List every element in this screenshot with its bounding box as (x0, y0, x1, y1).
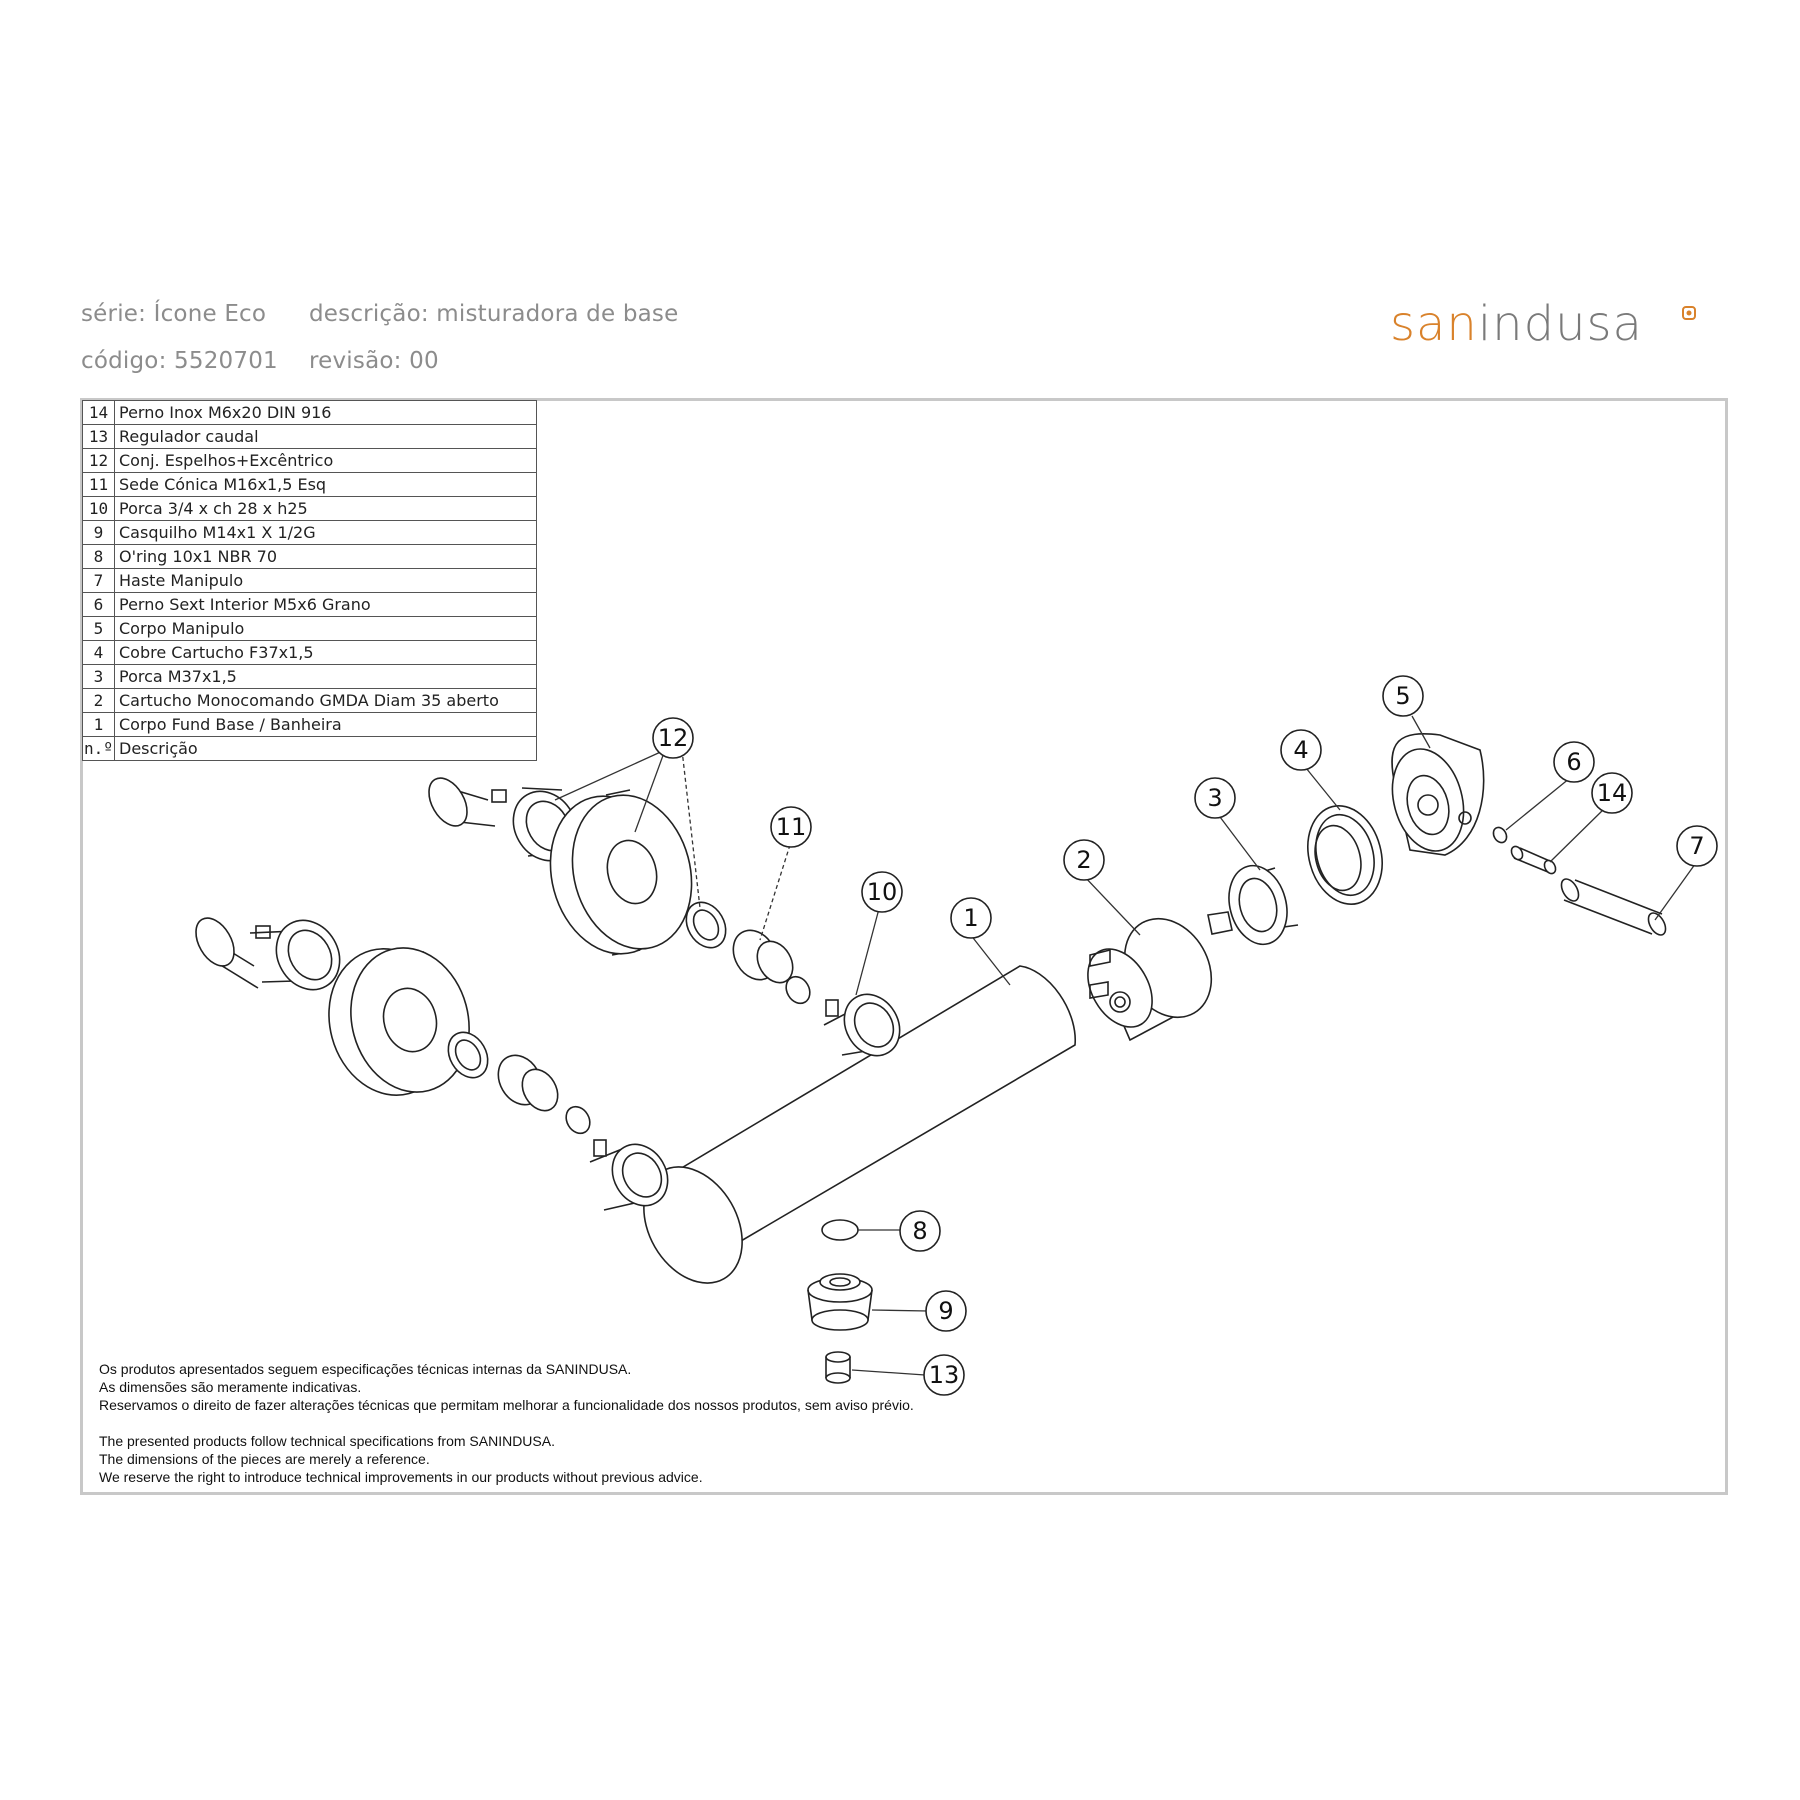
svg-text:8: 8 (912, 1217, 927, 1245)
callout-11: 11 (770, 806, 812, 848)
svg-text:3: 3 (1207, 784, 1222, 812)
part-2-cartridge (1087, 911, 1233, 1042)
part-number-cell: n.º (82, 736, 115, 761)
svg-text:2: 2 (1076, 846, 1091, 874)
part-8-oring (821, 1219, 859, 1241)
note-en-3: We reserve the right to introduce techni… (99, 1469, 703, 1485)
callout-5: 5 (1382, 675, 1424, 717)
codigo-label: código: 5520701 (81, 348, 278, 374)
note-en-2: The dimensions of the pieces are merely … (99, 1451, 430, 1467)
callout-10: 10 (861, 871, 903, 913)
callout-2: 2 (1063, 839, 1105, 881)
callouts: 12 11 10 1 2 3 4 5 6 14 7 8 9 13 (652, 675, 1718, 1396)
part-9-bushing (807, 1273, 873, 1331)
notes-pt: Os produtos apresentados seguem especifi… (99, 1360, 914, 1414)
part-description-cell: Sede Cónica M16x1,5 Esq (114, 472, 537, 497)
drawing-frame (80, 398, 1728, 1495)
serie-label: série: Ícone Eco (81, 301, 267, 327)
svg-text:9: 9 (938, 1297, 953, 1325)
svg-text:7: 7 (1689, 832, 1704, 860)
callout-14: 14 (1591, 772, 1633, 814)
part-description-cell: Cartucho Monocomando GMDA Diam 35 aberto (114, 688, 537, 713)
note-pt-2: As dimensões são meramente indicativas. (99, 1379, 362, 1395)
sanindusa-logo: sanindusa (1390, 296, 1643, 352)
part-7-handle-rod (1560, 878, 1667, 936)
svg-text:4: 4 (1293, 736, 1308, 764)
svg-text:6: 6 (1566, 748, 1581, 776)
part-description-cell: Casquilho M14x1 X 1/2G (114, 520, 537, 545)
lower-left-escutcheon (328, 947, 470, 1096)
lower-left-eccentric (195, 917, 341, 991)
upper-left-escutcheon (549, 789, 693, 956)
callout-7: 7 (1676, 825, 1718, 867)
part-description-cell: Haste Manipulo (114, 568, 537, 593)
callout-13: 13 (923, 1354, 965, 1396)
part-number-cell: 13 (82, 424, 115, 449)
part-description-cell: Porca M37x1,5 (114, 664, 537, 689)
svg-text:5: 5 (1395, 682, 1410, 710)
callout-12: 12 (652, 717, 694, 759)
note-en-1: The presented products follow technical … (99, 1433, 555, 1449)
svg-text:11: 11 (776, 813, 807, 841)
part-4-cover (1307, 805, 1383, 905)
svg-text:10: 10 (867, 878, 898, 906)
svg-text:14: 14 (1597, 779, 1628, 807)
part-description-cell: Perno Inox M6x20 DIN 916 (114, 400, 537, 425)
note-pt-3: Reservamos o direito de fazer alterações… (99, 1397, 914, 1413)
svg-text:13: 13 (929, 1361, 960, 1389)
svg-text:1: 1 (963, 904, 978, 932)
part-description-cell: O'ring 10x1 NBR 70 (114, 544, 537, 569)
revisao-label: revisão: 00 (309, 348, 439, 374)
callout-4: 4 (1280, 729, 1322, 771)
part-description-cell: Conj. Espelhos+Excêntrico (114, 448, 537, 473)
lower-left-seat (447, 1031, 669, 1211)
part-13-regulator (825, 1351, 851, 1384)
part-3-nut (1228, 864, 1299, 946)
logo-indusa: indusa (1477, 296, 1643, 352)
logo-mark-icon (1682, 306, 1696, 320)
logo-san: san (1390, 296, 1478, 352)
callout-1: 1 (950, 897, 992, 939)
callout-3: 3 (1194, 777, 1236, 819)
note-pt-1: Os produtos apresentados seguem especifi… (99, 1361, 632, 1377)
descricao-label: descrição: misturadora de base (309, 301, 679, 327)
part-number-cell: 11 (82, 472, 115, 497)
part-number-cell: 2 (82, 688, 115, 713)
part-description-cell: Perno Sext Interior M5x6 Grano (114, 592, 537, 617)
part-description-cell: Corpo Manipulo (114, 616, 537, 641)
part-6-grub-screw (1492, 826, 1508, 844)
callout-6: 6 (1553, 741, 1595, 783)
svg-text:12: 12 (658, 724, 689, 752)
callout-9: 9 (925, 1290, 967, 1332)
callout-8: 8 (899, 1210, 941, 1252)
part-description-cell: Cobre Cartucho F37x1,5 (114, 640, 537, 665)
part-5-handle-body (1391, 733, 1485, 856)
upper-left-seat (685, 901, 901, 1057)
part-1-body (643, 965, 1077, 1284)
notes-en: The presented products follow technical … (99, 1432, 703, 1486)
part-number-cell: 4 (82, 640, 115, 665)
part-14-pin (1510, 845, 1557, 875)
part-description-cell: Descrição (114, 736, 537, 761)
